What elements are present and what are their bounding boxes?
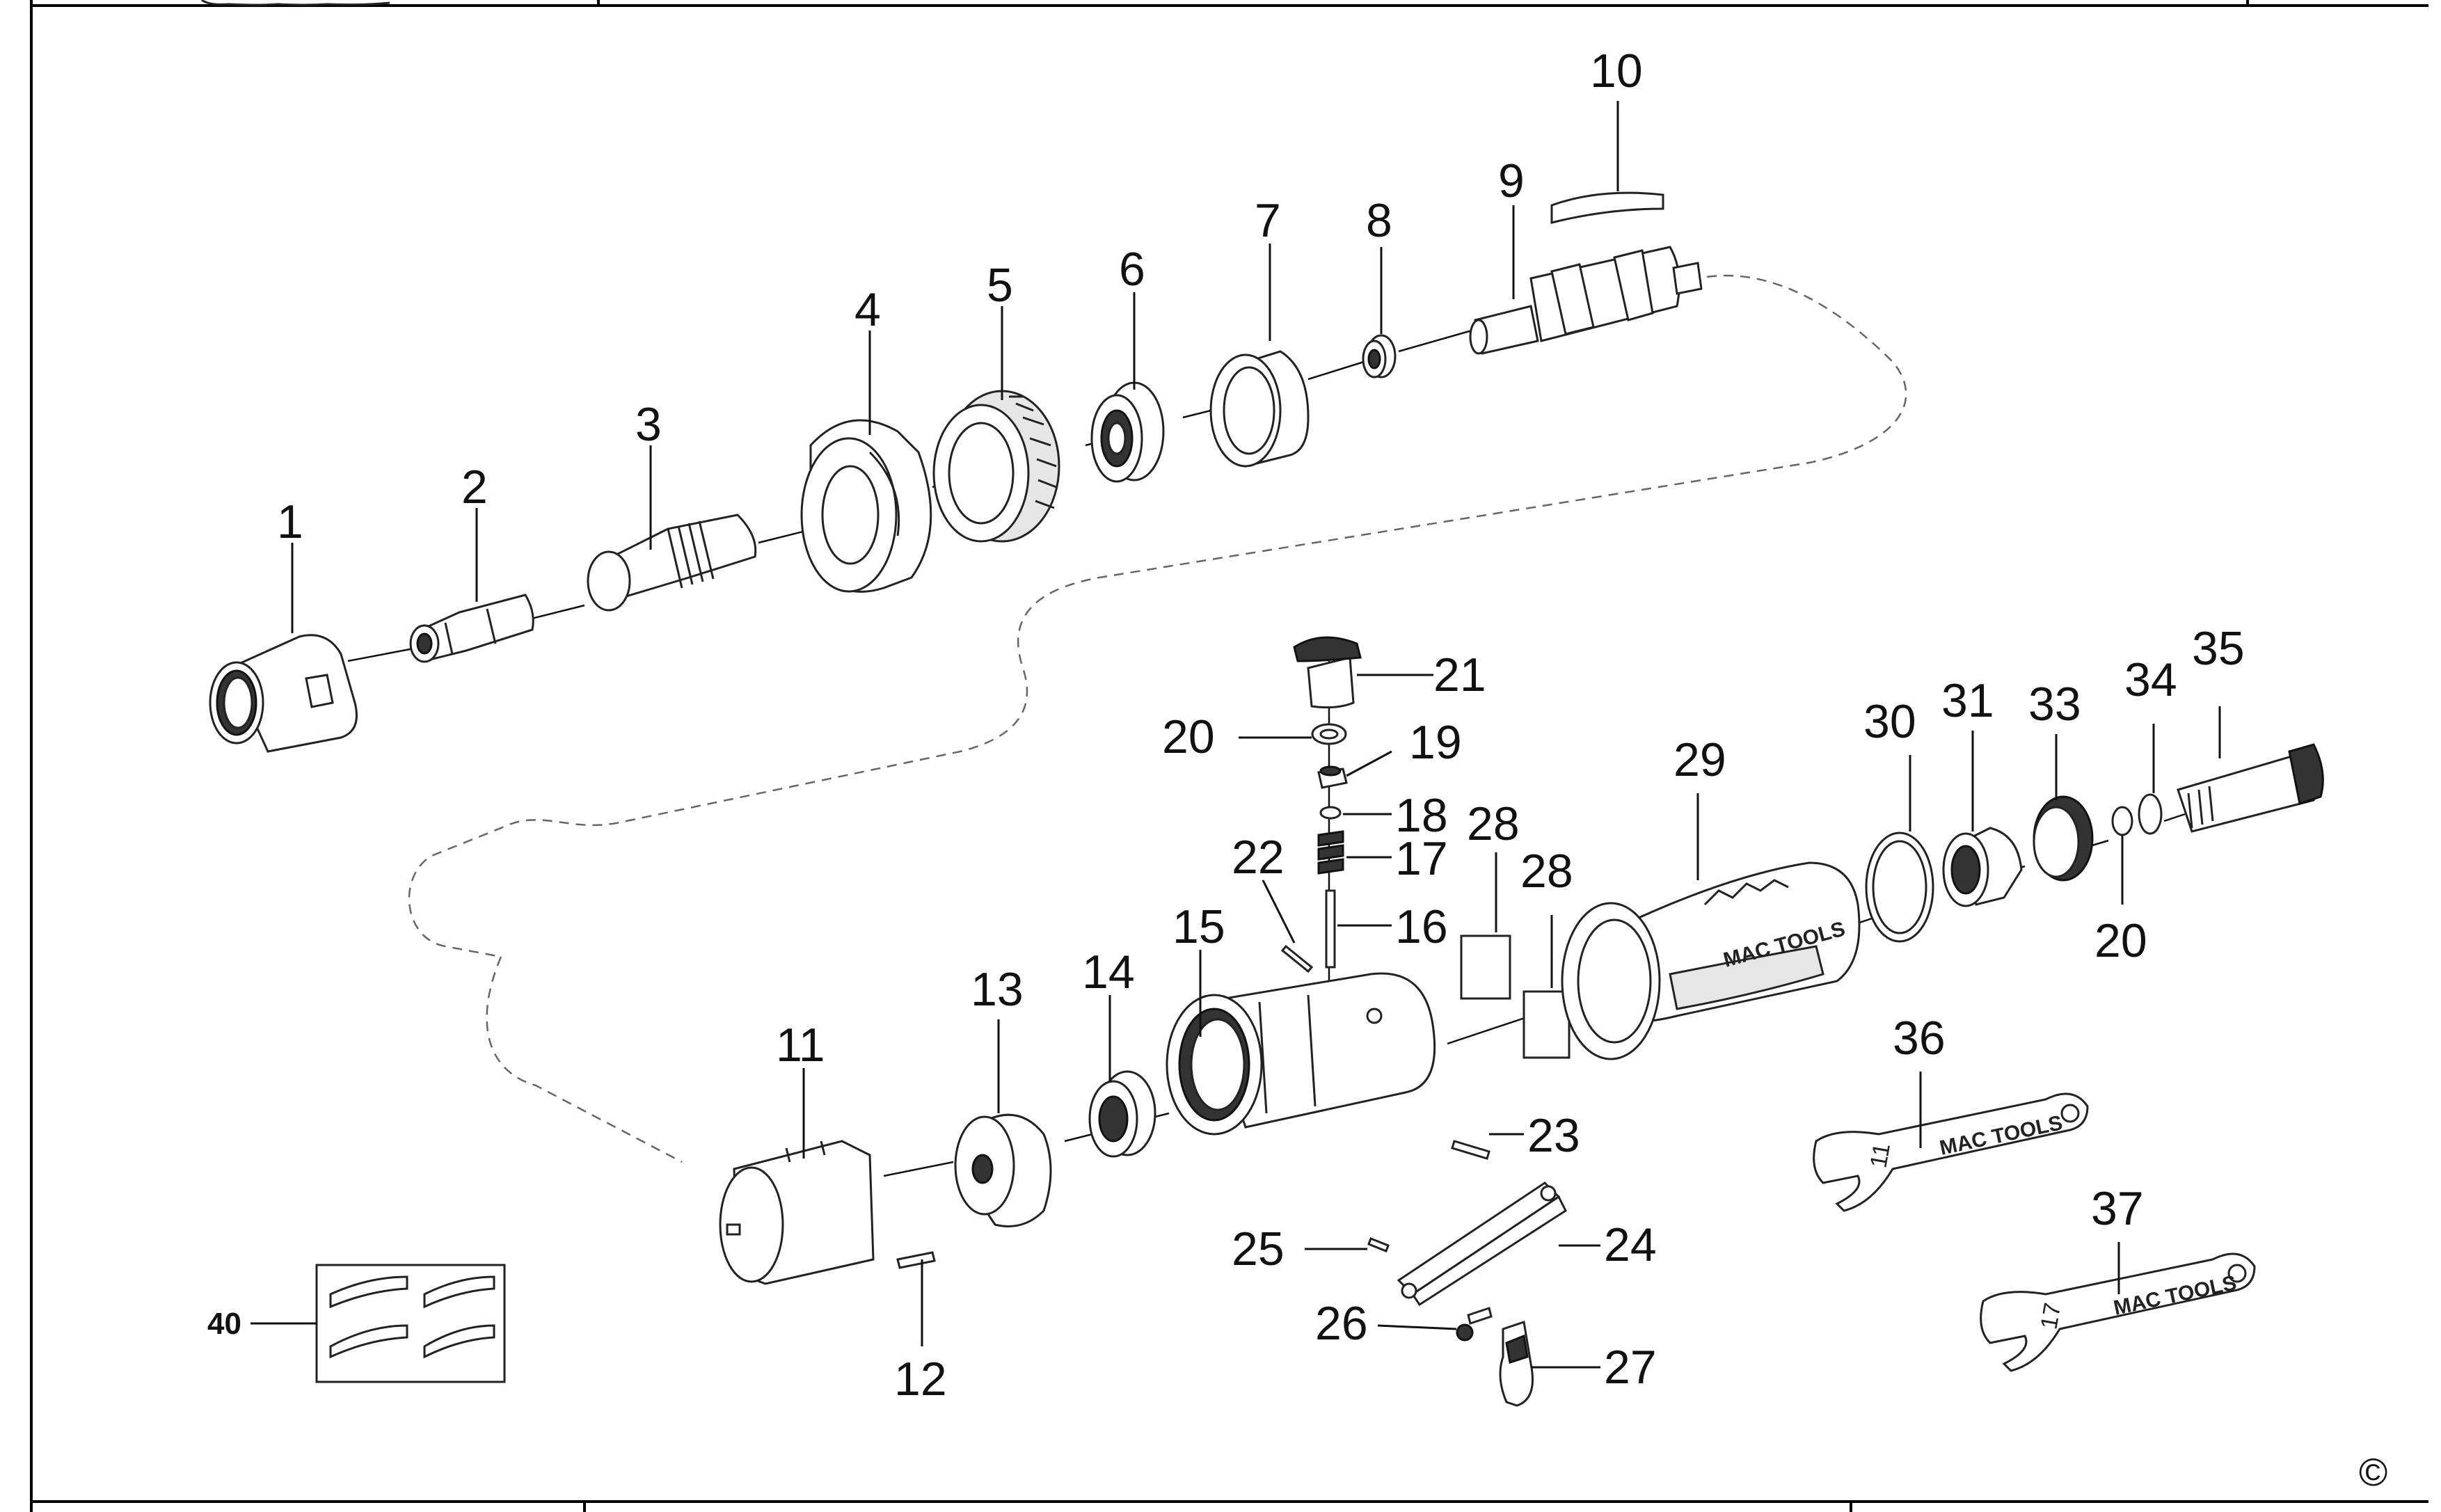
callout-37: 37	[2091, 1182, 2144, 1235]
callout-7: 7	[1255, 194, 1281, 247]
part-15-motor-housing	[1166, 972, 1436, 1136]
callout-9: 9	[1498, 154, 1525, 207]
callout-8: 8	[1366, 194, 1392, 247]
part-9-rotor	[1469, 246, 1703, 355]
part-25-pin	[1367, 1237, 1390, 1252]
assembly-dashed-path	[408, 274, 1907, 1163]
callout-4: 4	[854, 283, 881, 336]
part-27-safety-lock	[1499, 1321, 1534, 1407]
part-16-valve-pin	[1325, 889, 1336, 969]
callout-1: 1	[277, 495, 303, 548]
part-20-washer-upper	[1311, 723, 1347, 745]
part-3-spindle	[587, 514, 757, 612]
callout-27: 27	[1604, 1341, 1657, 1394]
part-5-threaded-ring	[932, 390, 1060, 543]
callout-26: 26	[1315, 1297, 1368, 1350]
wrench-37-size-text: 17	[2035, 1301, 2066, 1332]
part-24-lever	[1397, 1181, 1567, 1307]
part-23-pin	[1451, 1140, 1490, 1160]
callout-22: 22	[1232, 831, 1285, 884]
callout-40: 40	[207, 1307, 241, 1341]
part-35-air-inlet	[2177, 743, 2324, 833]
part-31-exhaust-deflector	[1942, 827, 2023, 907]
leader-lines	[251, 101, 2221, 1369]
part-11-cylinder	[719, 1140, 875, 1285]
callout-29: 29	[1673, 733, 1726, 786]
part-20-washer-lower	[2111, 806, 2133, 836]
part-1-collet-nut	[209, 634, 358, 753]
callout-20-lower: 20	[2094, 914, 2147, 967]
part-8-small-bearing	[1362, 334, 1397, 379]
callout-19: 19	[1409, 716, 1462, 769]
part-22-roll-pin	[1280, 944, 1314, 973]
part-10-vane	[1550, 191, 1664, 224]
callout-6: 6	[1119, 243, 1145, 296]
part-40-vane-kit	[315, 1264, 506, 1383]
callout-25: 25	[1232, 1223, 1285, 1275]
callout-31: 31	[1941, 674, 1994, 727]
part-28-muffler-upper	[1460, 934, 1511, 1000]
callout-numbers: 1 2 3 4 5 6 7 8 9 10 11 12 13 14 15 16 1…	[207, 45, 2245, 1406]
part-4-front-nut	[800, 419, 932, 593]
callout-3: 3	[635, 398, 662, 451]
callout-5: 5	[987, 259, 1013, 312]
part-7-end-plate	[1209, 350, 1310, 468]
part-12-pin	[896, 1251, 936, 1269]
callout-23: 23	[1527, 1109, 1580, 1162]
callout-34: 34	[2124, 653, 2177, 706]
part-34-o-ring	[2138, 793, 2163, 835]
callout-28-lower: 28	[1520, 845, 1573, 898]
part-19-valve-seat	[1317, 765, 1348, 789]
callout-24: 24	[1604, 1218, 1657, 1271]
wrench-36-size-text: 11	[1865, 1141, 1895, 1170]
callout-30: 30	[1863, 695, 1916, 748]
callout-15: 15	[1172, 900, 1225, 953]
callout-2: 2	[461, 461, 488, 514]
part-33-ring	[2033, 795, 2094, 882]
sheet-frame	[30, 0, 2428, 1512]
part-13-rear-end-plate	[954, 1113, 1052, 1227]
callout-12: 12	[894, 1353, 947, 1406]
part-28-muffler-lower	[1522, 990, 1571, 1059]
copyright-mark: ©	[2359, 1450, 2387, 1494]
callout-21: 21	[1433, 648, 1486, 701]
callout-36: 36	[1893, 1012, 1946, 1065]
callout-11: 11	[776, 1019, 825, 1072]
part-37-wrench: 17 MAC TOOLS	[1980, 1252, 2256, 1372]
callout-16: 16	[1395, 900, 1448, 953]
part-21-regulator-knob	[1293, 636, 1362, 709]
part-17-spring	[1317, 830, 1344, 875]
part-30-gasket	[1865, 831, 1934, 943]
callout-33: 33	[2028, 678, 2081, 731]
callout-10: 10	[1590, 45, 1643, 97]
part-14-bearing	[1088, 1070, 1156, 1158]
part-2-collet	[409, 594, 534, 663]
callout-20-upper: 20	[1162, 710, 1215, 763]
lower-axis	[883, 661, 2186, 1177]
part-29-handle	[1561, 861, 1861, 1060]
part-18-o-ring	[1319, 806, 1342, 820]
callout-18: 18	[1395, 789, 1448, 842]
callout-35: 35	[2192, 622, 2245, 675]
callout-28-upper: 28	[1467, 797, 1520, 850]
part-26-screw	[1456, 1307, 1493, 1342]
callout-14: 14	[1082, 946, 1135, 998]
part-36-wrench: 11 MAC TOOLS	[1813, 1092, 2089, 1212]
callout-17: 17	[1395, 832, 1448, 885]
callout-13: 13	[971, 963, 1024, 1016]
part-6-bearing	[1090, 381, 1165, 483]
